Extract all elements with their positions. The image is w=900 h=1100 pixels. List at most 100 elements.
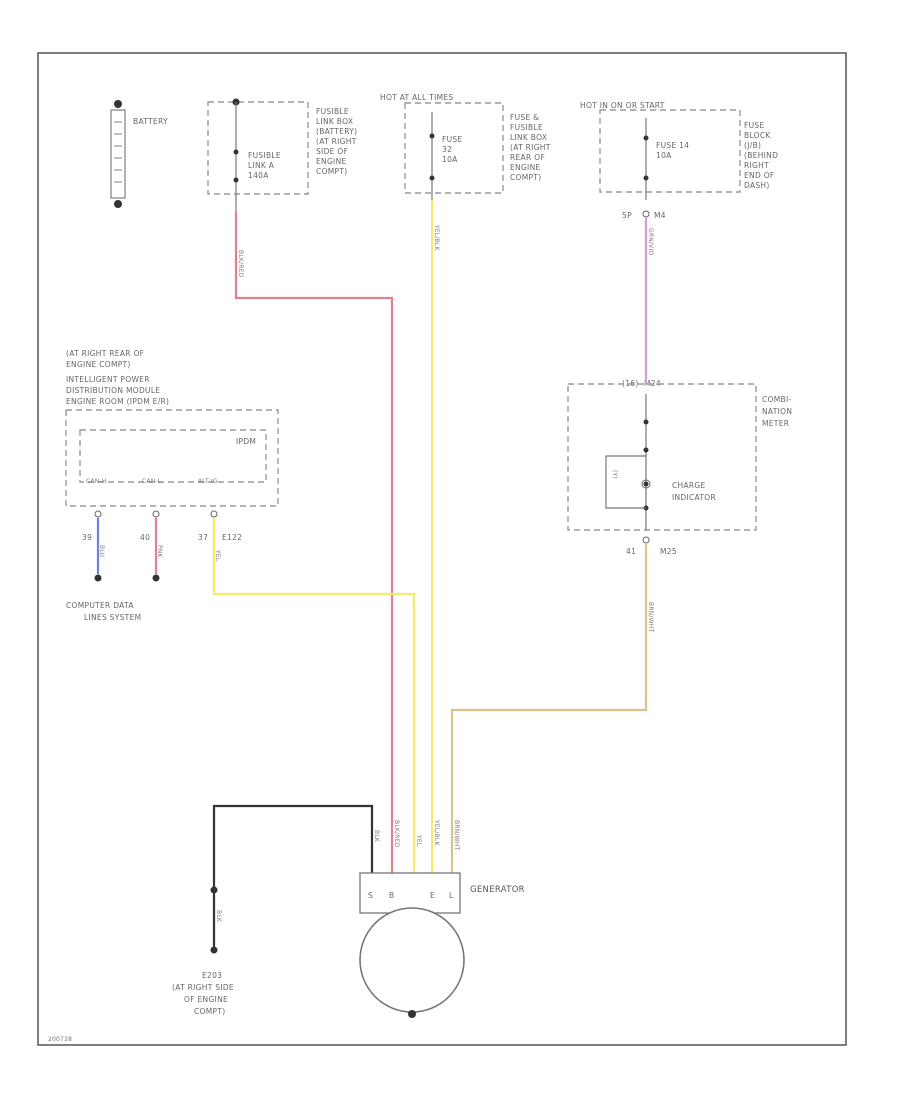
fuse-14-name-2: 10A (656, 151, 672, 160)
fuse-32-location-1: FUSE & (510, 113, 539, 122)
charge-indicator-lamp-icon (641, 479, 651, 489)
fusible-link-mid-dot (233, 149, 239, 155)
fusible-link-name-1: FUSIBLE (248, 151, 281, 160)
fuse-32-location-2: FUSIBLE (510, 123, 543, 132)
ipdm-wire-pnk-label: PNK (156, 545, 163, 559)
wire-blk-ground (212, 804, 374, 888)
fuse-14-location-2: BLOCK (744, 131, 771, 140)
fuse-32-top-dot (429, 133, 435, 139)
ipdm-wire-yel-label: YEL (214, 549, 221, 562)
meter-label-3: METER (762, 419, 789, 428)
ground-location-1: (AT RIGHT SIDE (172, 983, 234, 992)
fuse-14-low-dot (643, 175, 649, 181)
fusible-link-box: FUSIBLE LINK A 140A FUSIBLE LINK BOX (BA… (207, 98, 357, 212)
meter-label-1: COMBI- (762, 395, 791, 404)
ipdm-pin-alt-ig: ALT IG (198, 478, 218, 485)
ground-e203: BLK E203 (AT RIGHT SIDE OF ENGINE COMPT) (172, 886, 234, 1016)
generator-terminal-l: L (449, 891, 454, 900)
wire-brn-wht (450, 544, 648, 885)
fuse-14-location-6: END OF (744, 171, 775, 180)
fuse-32-location-5: REAR OF (510, 153, 545, 162)
computer-data-lines-1: COMPUTER DATA (66, 601, 134, 610)
fuse-14-location-7: DASH) (744, 181, 770, 190)
battery-icon (110, 109, 126, 199)
ipdm-outer-box (65, 409, 279, 507)
generator-terminal-block (359, 872, 461, 914)
fuse-32-name-2: 32 (442, 145, 452, 154)
fuse-14-header: HOT IN ON OR START (580, 101, 665, 110)
ground-wire-label: BLK (215, 910, 222, 923)
fuse-32-box: HOT AT ALL TIMES FUSE 32 10A FUSE & FUSI… (380, 93, 550, 200)
generator: BLK BLK/RED YEL YEL/BLK BRN/WHT S B E L … (359, 819, 525, 1018)
fuse-32-wire-label: YEL/BLK (433, 224, 440, 251)
meter-indicator-loop (605, 455, 646, 509)
fuse-32-name-1: FUSE (442, 135, 463, 144)
fuse-14-location-3: (J/B) (744, 141, 761, 150)
fusible-link-name-3: 140A (248, 171, 269, 180)
fuse-32-header: HOT AT ALL TIMES (380, 93, 453, 102)
ipdm-box-label: IPDM (236, 437, 256, 446)
fuse-32-location-6: ENGINE (510, 163, 541, 172)
ipdm-pin-number-37: 37 (198, 533, 208, 542)
meter-wire-label: BRN/WHT (647, 602, 654, 632)
fuse-14-name-1: FUSE 14 (656, 141, 689, 150)
fuse-14-connector: 5P (622, 211, 632, 220)
fuse-32-low-dot (429, 175, 435, 181)
fusible-link-location-3: (BATTERY) (316, 127, 357, 136)
diagram-frame (37, 52, 847, 1046)
fuse-32-name-3: 10A (442, 155, 458, 164)
generator-wire-yel: YEL (415, 834, 422, 847)
ipdm-pin-39-terminal (94, 510, 102, 518)
ipdm-name-3: ENGINE ROOM (IPDM E/R) (66, 397, 169, 406)
generator-icon (359, 907, 465, 1013)
ipdm-name-2: DISTRIBUTION MODULE (66, 386, 160, 395)
ipdm-inner-box (79, 429, 267, 483)
meter-side-label: (Y) (611, 470, 618, 479)
wires (96, 200, 648, 888)
ipdm-pin-number-39: 39 (82, 533, 92, 542)
wire-yel-alt-ig (212, 518, 416, 885)
wire-blk-red (234, 212, 394, 885)
battery-cells (114, 121, 122, 183)
fusible-link-box-outline (207, 101, 309, 195)
meter-node-1 (643, 419, 649, 425)
generator-case-ground-dot (408, 1010, 416, 1018)
fusible-link-location-6: ENGINE (316, 157, 347, 166)
fuse-14-wire-label: GRN/VIO (647, 228, 654, 255)
ipdm-connector-id: E122 (222, 533, 242, 542)
meter-outline (567, 383, 757, 531)
battery-label: BATTERY (133, 117, 168, 126)
fusible-link-location-2: LINK BOX (316, 117, 353, 126)
can-h-network-dot (94, 574, 102, 582)
ground-location-2: OF ENGINE (184, 995, 228, 1004)
fusible-link-location-1: FUSIBLE (316, 107, 349, 116)
fuse-14-location-5: RIGHT (744, 161, 769, 170)
ipdm-wire-blu-label: BLU (98, 545, 105, 557)
can-l-network-dot (152, 574, 160, 582)
battery-positive-terminal (114, 100, 122, 108)
fuse-14-location-1: FUSE (744, 121, 765, 130)
ipdm-pin-40-terminal (152, 510, 160, 518)
ipdm-name-1: INTELLIGENT POWER (66, 375, 150, 384)
fuse-14-location-4: (BEHIND (744, 151, 778, 160)
fusible-link-location-5: SIDE OF (316, 147, 348, 156)
charge-indicator-2: INDICATOR (672, 493, 716, 502)
combination-meter: (16) M24 COMBI- NATION METER (Y) CHARGE … (567, 379, 792, 556)
fusible-link-wire-label: BLK/RED (237, 250, 244, 278)
fuse-14-connector-pin (642, 210, 650, 218)
fusible-link-low-dot (233, 177, 239, 183)
generator-terminal-s: S (368, 891, 373, 900)
meter-node-3 (643, 481, 649, 487)
ipdm-location-1: (AT RIGHT REAR OF (66, 349, 144, 358)
generator-wire-brn-wht: BRN/WHT (453, 820, 460, 850)
ground-point-icon (210, 946, 218, 954)
battery: BATTERY (110, 100, 168, 208)
generator-terminal-b: B (389, 891, 394, 900)
meter-label-2: NATION (762, 407, 792, 416)
ipdm-pin-number-40: 40 (140, 533, 150, 542)
generator-terminal-e: E (430, 891, 435, 900)
ipdm-pin-can-l: CAN-L (142, 478, 162, 485)
fusible-link-name-2: LINK A (248, 161, 275, 170)
generator-wire-blk-red: BLK/RED (393, 820, 400, 848)
